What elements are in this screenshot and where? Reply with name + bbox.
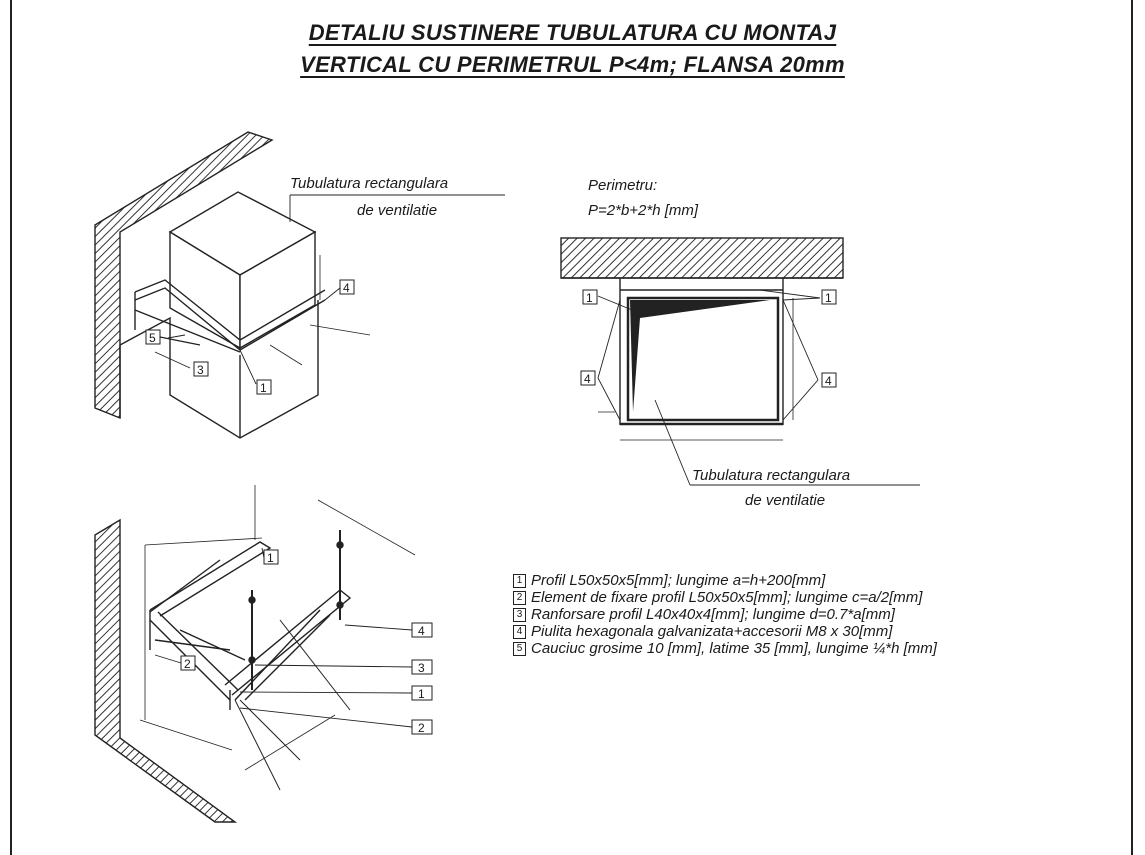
section-view — [560, 237, 920, 486]
legend-item-4: 4 Piulita hexagonala galvanizata+accesor… — [513, 623, 1113, 640]
svg-text:5: 5 — [149, 331, 156, 345]
bracket-wall — [94, 518, 238, 823]
duct-right-face — [239, 230, 316, 350]
section-duct-label-line2: de ventilatie — [745, 492, 825, 509]
svg-text:2: 2 — [418, 721, 425, 735]
iso-tag-4: 4 — [339, 279, 355, 295]
iso-duct-label-line1: Tubulatura rectangulara — [290, 175, 448, 192]
svg-text:4: 4 — [584, 372, 591, 386]
svg-text:4: 4 — [825, 374, 832, 388]
svg-text:1: 1 — [267, 551, 274, 565]
title-line-2: VERTICAL CU PERIMETRUL P<4m; FLANSA 20mm — [300, 52, 845, 77]
section-tag-1-right: 1 — [821, 289, 837, 305]
legend-item-1: 1 Profil L50x50x5[mm]; lungime a=h+200[m… — [513, 572, 1113, 589]
legend-number: 4 — [513, 624, 526, 639]
frame-right-border — [1131, 0, 1133, 855]
legend-text: Piulita hexagonala galvanizata+accesorii… — [531, 623, 893, 640]
iso-duct-view — [94, 131, 505, 439]
svg-text:1: 1 — [586, 291, 593, 305]
legend-item-5: 5 Cauciuc grosime 10 [mm], latime 35 [mm… — [513, 640, 1113, 657]
legend-text: Element de fixare profil L50x50x5[mm]; l… — [531, 589, 923, 606]
svg-text:2: 2 — [184, 657, 191, 671]
section-tag-4-right: 4 — [821, 372, 837, 388]
perimeter-title: Perimetru: — [588, 177, 657, 194]
legend-number: 3 — [513, 607, 526, 622]
iso-tag-3: 3 — [193, 361, 209, 377]
iso-tag-1: 1 — [256, 379, 272, 395]
parts-legend: 1 Profil L50x50x5[mm]; lungime a=h+200[m… — [513, 572, 1113, 657]
section-tag-1-left: 1 — [582, 289, 598, 305]
legend-item-2: 2 Element de fixare profil L50x50x5[mm];… — [513, 589, 1113, 606]
svg-text:4: 4 — [343, 281, 350, 295]
bracket-tag-1-bottom: 1 — [411, 685, 433, 701]
bracket-tag-4: 4 — [411, 622, 433, 638]
iso-tag-5: 5 — [145, 329, 161, 345]
section-duct — [626, 296, 780, 422]
svg-text:3: 3 — [418, 661, 425, 675]
legend-number: 5 — [513, 641, 526, 656]
bracket-tag-2-bottom: 2 — [411, 719, 433, 735]
legend-number: 1 — [513, 573, 526, 588]
svg-text:1: 1 — [260, 381, 267, 395]
section-ceiling-hatch — [560, 237, 844, 279]
iso-duct-label-line2: de ventilatie — [357, 202, 437, 219]
bracket-tag-2-left: 2 — [180, 655, 196, 671]
section-tag-4-left: 4 — [580, 370, 596, 386]
bracket-tag-3: 3 — [411, 659, 433, 675]
legend-item-3: 3 Ranforsare profil L40x40x4[mm]; lungim… — [513, 606, 1113, 623]
legend-number: 2 — [513, 590, 526, 605]
frame-left-border — [10, 0, 12, 855]
iso-wall — [94, 131, 274, 420]
section-duct-label-line1: Tubulatura rectangulara — [692, 467, 850, 484]
svg-text:3: 3 — [197, 363, 204, 377]
svg-text:4: 4 — [418, 624, 425, 638]
title-line-1: DETALIU SUSTINERE TUBULATURA CU MONTAJ — [308, 20, 837, 45]
svg-text:1: 1 — [825, 291, 832, 305]
svg-text:1: 1 — [418, 687, 425, 701]
legend-text: Cauciuc grosime 10 [mm], latime 35 [mm],… — [531, 640, 937, 657]
legend-text: Profil L50x50x5[mm]; lungime a=h+200[mm] — [531, 572, 826, 589]
perimeter-formula: P=2*b+2*h [mm] — [588, 202, 699, 219]
legend-text: Ranforsare profil L40x40x4[mm]; lungime … — [531, 606, 895, 623]
bracket-detail-view — [94, 485, 416, 823]
bracket-tag-1-top: 1 — [263, 549, 279, 565]
